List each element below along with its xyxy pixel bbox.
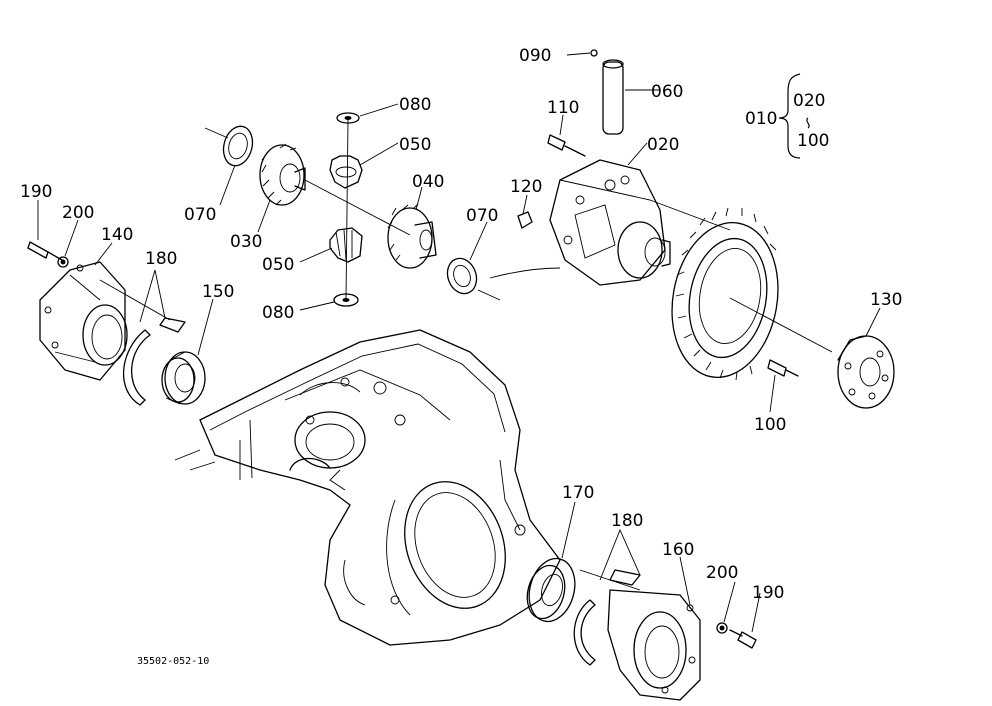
callout-100: 100 xyxy=(754,415,786,435)
callout-090: 090 xyxy=(519,46,551,66)
pin-060 xyxy=(590,49,624,135)
callout-180-right: 180 xyxy=(611,511,643,531)
bearing-housing-left xyxy=(39,261,171,381)
bolt-110 xyxy=(517,134,586,229)
callout-190-right: 190 xyxy=(752,583,784,603)
legend-assembly-number: 010 xyxy=(745,109,777,129)
callout-190-left: 190 xyxy=(20,182,52,202)
callout-labels: 090 060 110 020 080 050 040 120 070 070 … xyxy=(20,46,902,603)
side-gear-040 xyxy=(387,203,437,269)
bolt-right xyxy=(716,622,757,649)
bearing-housing-right xyxy=(579,569,701,701)
callout-050-top: 050 xyxy=(399,135,431,155)
bearing-150 xyxy=(161,351,206,405)
callout-110: 110 xyxy=(547,98,579,118)
callout-080-bottom: 080 xyxy=(262,303,294,323)
callout-160: 160 xyxy=(662,540,694,560)
legend-child-part: 100 xyxy=(797,131,829,151)
side-gear-030 xyxy=(259,143,306,206)
thrust-washer-left xyxy=(204,125,254,167)
callout-080-top: 080 xyxy=(399,95,431,115)
bolt-left xyxy=(27,241,69,268)
callout-060: 060 xyxy=(651,82,683,102)
callout-200-left: 200 xyxy=(62,203,94,223)
shim-right xyxy=(573,569,641,666)
callout-170: 170 xyxy=(562,483,594,503)
thrust-washer-right xyxy=(446,257,501,301)
callout-020: 020 xyxy=(647,135,679,155)
bolt-100 xyxy=(767,359,799,377)
callout-200-right: 200 xyxy=(706,563,738,583)
transmission-case xyxy=(174,329,561,646)
callout-040: 040 xyxy=(412,172,444,192)
callout-150: 150 xyxy=(202,282,234,302)
callout-180-left: 180 xyxy=(145,249,177,269)
callout-140: 140 xyxy=(101,225,133,245)
callout-120: 120 xyxy=(510,177,542,197)
legend-parent-part: 020 xyxy=(793,91,825,111)
callout-030: 030 xyxy=(230,232,262,252)
drawing-number: 35502-052-10 xyxy=(137,656,209,667)
ring-gear xyxy=(671,207,833,381)
callout-130: 130 xyxy=(870,290,902,310)
pinion-assembly xyxy=(304,112,411,307)
flange-130 xyxy=(837,335,895,409)
callout-050-bottom: 050 xyxy=(262,255,294,275)
callout-070-right: 070 xyxy=(466,206,498,226)
assembly-legend: 010 020 100 xyxy=(745,73,829,159)
leader-lines xyxy=(37,52,881,633)
shim-left xyxy=(122,317,186,406)
callout-070-left: 070 xyxy=(184,205,216,225)
bearing-170 xyxy=(526,557,576,623)
